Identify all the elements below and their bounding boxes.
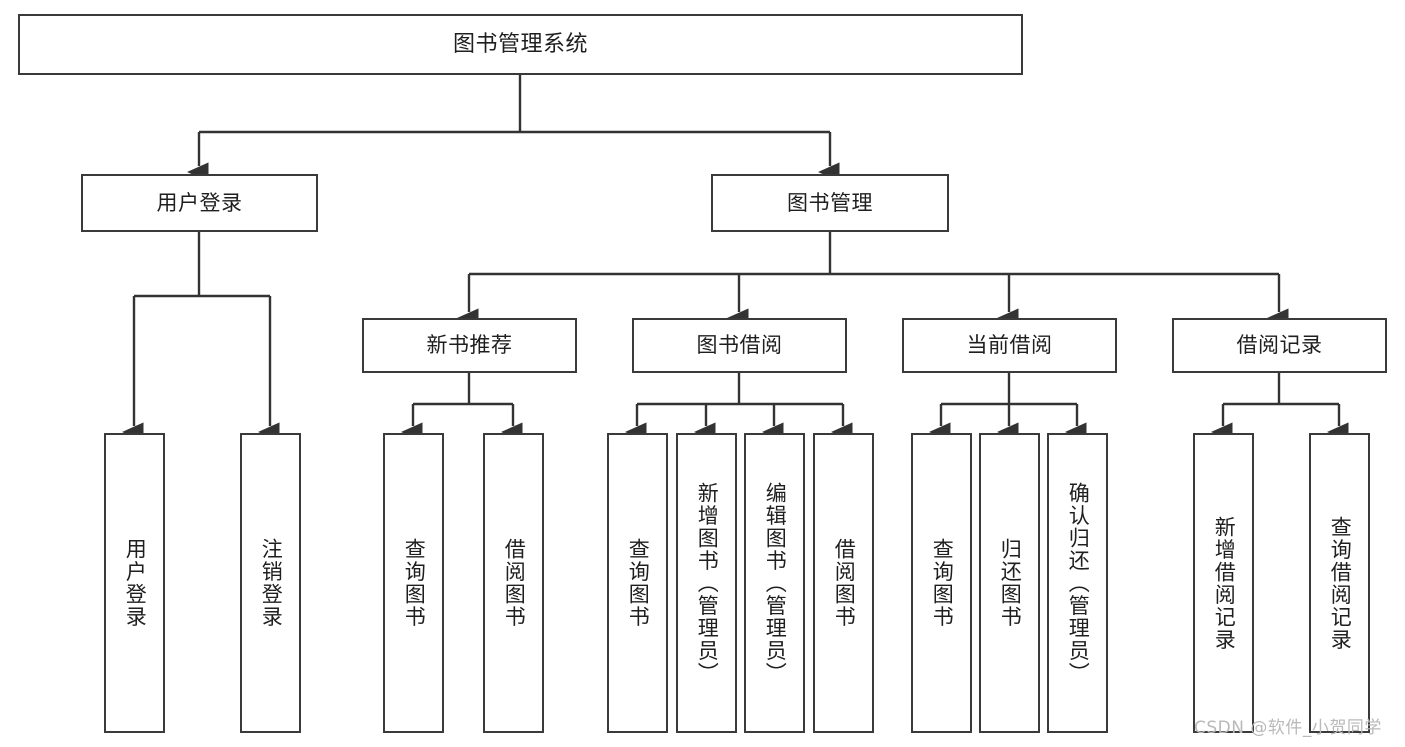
csdn-watermark: CSDN @软件_小贺同学	[1194, 718, 1382, 738]
node-leaf-add-book[interactable]: 新增图书（管理员）	[676, 433, 737, 733]
node-book-manage-label: 图书管理	[787, 190, 873, 215]
node-leaf-user-logout[interactable]: 注销登录	[240, 433, 301, 733]
node-leaf-query-record-label: 查询借阅记录	[1328, 515, 1353, 651]
node-leaf-borrow-book-2-label: 借阅图书	[832, 538, 857, 628]
node-root-label: 图书管理系统	[452, 31, 588, 57]
node-leaf-query-book-2[interactable]: 查询图书	[607, 433, 668, 733]
node-leaf-query-record[interactable]: 查询借阅记录	[1309, 433, 1370, 733]
node-leaf-add-record-label: 新增借阅记录	[1212, 515, 1237, 651]
node-book-borrow[interactable]: 图书借阅	[632, 318, 847, 373]
node-leaf-edit-book[interactable]: 编辑图书（管理员）	[744, 433, 805, 733]
node-leaf-query-book-3-label: 查询图书	[930, 538, 955, 628]
node-leaf-user-logout-label: 注销登录	[259, 538, 284, 628]
node-user-login[interactable]: 用户登录	[81, 174, 318, 232]
node-leaf-query-book-1[interactable]: 查询图书	[383, 433, 444, 733]
node-leaf-query-book-3[interactable]: 查询图书	[911, 433, 972, 733]
node-leaf-edit-book-label: 编辑图书（管理员）	[763, 481, 788, 685]
node-leaf-return-book-label: 归还图书	[998, 538, 1023, 628]
node-leaf-user-login[interactable]: 用户登录	[104, 433, 165, 733]
node-leaf-confirm-return[interactable]: 确认归还（管理员）	[1047, 433, 1108, 733]
node-current-borrow-label: 当前借阅	[966, 333, 1053, 358]
node-leaf-add-book-label: 新增图书（管理员）	[695, 481, 720, 685]
node-leaf-return-book[interactable]: 归还图书	[979, 433, 1040, 733]
node-book-borrow-label: 图书借阅	[696, 333, 783, 358]
node-leaf-query-book-2-label: 查询图书	[626, 538, 651, 628]
node-borrow-record[interactable]: 借阅记录	[1172, 318, 1387, 373]
node-leaf-borrow-book-1-label: 借阅图书	[502, 538, 527, 628]
node-leaf-add-record[interactable]: 新增借阅记录	[1193, 433, 1254, 733]
node-borrow-record-label: 借阅记录	[1236, 333, 1323, 358]
node-leaf-user-login-label: 用户登录	[123, 538, 148, 628]
node-new-book-recommend[interactable]: 新书推荐	[362, 318, 577, 373]
node-book-manage[interactable]: 图书管理	[711, 174, 949, 232]
node-new-book-recommend-label: 新书推荐	[426, 333, 513, 358]
node-leaf-query-book-1-label: 查询图书	[402, 538, 427, 628]
node-user-login-label: 用户登录	[156, 190, 243, 215]
node-leaf-borrow-book-2[interactable]: 借阅图书	[813, 433, 874, 733]
node-root[interactable]: 图书管理系统	[18, 14, 1023, 75]
node-leaf-confirm-return-label: 确认归还（管理员）	[1066, 481, 1091, 685]
node-leaf-borrow-book-1[interactable]: 借阅图书	[483, 433, 544, 733]
node-current-borrow[interactable]: 当前借阅	[902, 318, 1117, 373]
